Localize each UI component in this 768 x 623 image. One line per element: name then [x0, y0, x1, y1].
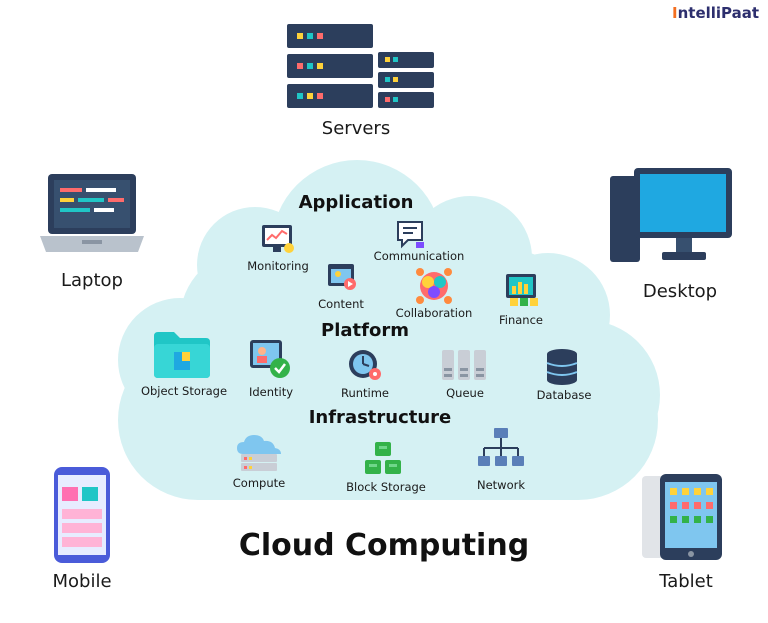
object-storage-label: Object Storage [140, 384, 228, 398]
application-heading: Application [298, 192, 414, 213]
network-label: Network [476, 478, 526, 492]
servers-icon [287, 24, 434, 108]
queue-icon [442, 350, 486, 380]
collaboration-icon [416, 268, 452, 304]
mobile-icon [54, 467, 110, 563]
network-icon [478, 428, 524, 466]
identity-icon [250, 340, 290, 378]
servers-label: Servers [321, 118, 391, 139]
runtime-icon [349, 350, 381, 380]
queue-label: Queue [446, 386, 484, 400]
communication-icon [397, 221, 424, 249]
runtime-label: Runtime [340, 386, 390, 400]
desktop-icon [610, 168, 732, 262]
tablet-label: Tablet [659, 571, 713, 592]
block-storage-label: Block Storage [346, 480, 426, 494]
tablet-icon [642, 474, 722, 560]
laptop-icon [40, 174, 144, 252]
monitoring-icon [262, 225, 294, 253]
identity-label: Identity [248, 385, 294, 399]
database-label: Database [536, 388, 592, 402]
logo-initial: I [672, 4, 678, 22]
communication-label: Communication [373, 249, 465, 263]
desktop-label: Desktop [642, 281, 718, 302]
monitoring-label: Monitoring [247, 259, 309, 273]
logo-text: ntelliPaat [677, 4, 760, 22]
compute-icon [237, 435, 281, 471]
finance-icon [506, 274, 538, 306]
compute-label: Compute [232, 476, 286, 490]
object-storage-icon [154, 332, 210, 378]
laptop-label: Laptop [61, 270, 123, 291]
infrastructure-heading: Infrastructure [308, 407, 452, 428]
mobile-label: Mobile [52, 571, 112, 592]
content-icon [328, 264, 356, 290]
collaboration-label: Collaboration [395, 306, 473, 320]
intellipaat-logo: IntelliPaat [672, 4, 759, 22]
block-storage-icon [365, 442, 401, 474]
diagram-title: Cloud Computing [238, 528, 530, 563]
database-icon [546, 349, 578, 385]
finance-label: Finance [499, 313, 543, 327]
platform-heading: Platform [321, 320, 409, 341]
content-label: Content [318, 297, 364, 311]
